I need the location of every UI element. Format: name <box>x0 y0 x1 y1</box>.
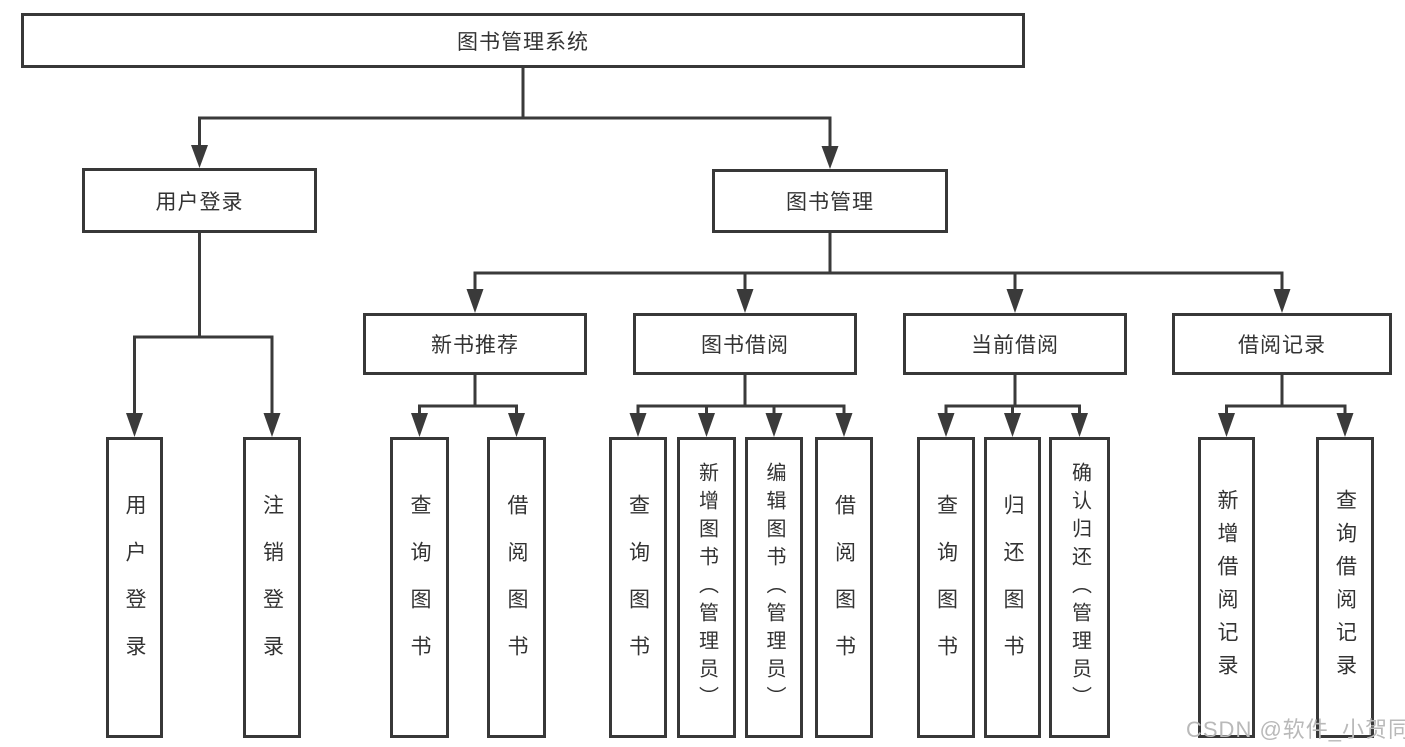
node-book-borrow-label: 图书借阅 <box>701 334 789 357</box>
leaf-user-login: 用户登录 <box>106 437 163 738</box>
leaf-logout-label: 注销登录 <box>260 493 284 682</box>
leaf-add-borrow-record-label: 新增借阅记录 <box>1215 488 1238 687</box>
node-current-borrow: 当前借阅 <box>903 313 1127 375</box>
leaf-current-query: 查询图书 <box>917 437 975 738</box>
node-root-label: 图书管理系统 <box>457 30 589 54</box>
node-book-borrow: 图书借阅 <box>633 313 857 375</box>
arrowhead <box>263 413 281 437</box>
arrowhead <box>1006 289 1024 313</box>
arrowhead <box>698 413 715 437</box>
node-root: 图书管理系统 <box>21 13 1025 68</box>
node-new-book-recommend-label: 新书推荐 <box>431 334 519 357</box>
leaf-query-borrow-record: 查询借阅记录 <box>1316 437 1374 738</box>
leaf-return-book: 归还图书 <box>984 437 1041 738</box>
node-current-borrow-label: 当前借阅 <box>971 334 1059 357</box>
leaf-borrow-edit-admin-label: 编辑图书（管理员） <box>763 461 785 714</box>
arrowhead <box>1218 413 1235 437</box>
leaf-newbook-query: 查询图书 <box>390 437 449 738</box>
leaf-borrow-book-label: 借阅图书 <box>832 493 856 682</box>
leaf-borrow-book: 借阅图书 <box>815 437 873 738</box>
arrowhead <box>508 413 525 437</box>
arrowhead <box>937 413 955 437</box>
node-book-management-label: 图书管理 <box>786 191 874 214</box>
node-borrow-record-label: 借阅记录 <box>1238 334 1326 357</box>
leaf-logout: 注销登录 <box>243 437 301 738</box>
node-user-login: 用户登录 <box>82 168 317 233</box>
leaf-current-query-label: 查询图书 <box>934 493 958 682</box>
leaf-borrow-query: 查询图书 <box>609 437 667 738</box>
node-new-book-recommend: 新书推荐 <box>363 313 587 375</box>
leaf-confirm-return-admin-label: 确认归还（管理员） <box>1068 461 1091 714</box>
node-user-login-label: 用户登录 <box>155 190 244 214</box>
arrowhead <box>765 413 783 437</box>
arrowhead <box>821 146 839 169</box>
leaf-user-login-label: 用户登录 <box>123 493 146 682</box>
arrowhead <box>1336 413 1354 437</box>
leaf-confirm-return-admin: 确认归还（管理员） <box>1049 437 1110 738</box>
arrowhead <box>126 413 143 437</box>
arrowhead <box>411 413 428 437</box>
leaf-borrow-edit-admin: 编辑图书（管理员） <box>745 437 803 738</box>
arrowhead <box>1273 289 1291 313</box>
csdn-watermark: CSDN @软件_小贺同学 <box>1186 717 1405 742</box>
leaf-newbook-borrow-label: 借阅图书 <box>505 493 528 682</box>
arrowhead <box>191 145 208 168</box>
arrowhead <box>629 413 647 437</box>
leaf-newbook-borrow: 借阅图书 <box>487 437 546 738</box>
leaf-add-borrow-record: 新增借阅记录 <box>1198 437 1255 738</box>
arrowhead <box>835 413 853 437</box>
node-borrow-record: 借阅记录 <box>1172 313 1392 375</box>
leaf-query-borrow-record-label: 查询借阅记录 <box>1333 488 1357 687</box>
arrowhead <box>466 289 484 313</box>
leaf-return-book-label: 归还图书 <box>1001 493 1024 682</box>
leaf-borrow-add-admin: 新增图书（管理员） <box>677 437 736 738</box>
leaf-borrow-add-admin-label: 新增图书（管理员） <box>695 461 718 714</box>
leaf-newbook-query-label: 查询图书 <box>408 493 431 682</box>
node-book-management: 图书管理 <box>712 169 948 233</box>
arrowhead <box>1071 413 1088 437</box>
arrowhead <box>736 289 754 313</box>
arrowhead <box>1004 413 1021 437</box>
leaf-borrow-query-label: 查询图书 <box>626 493 650 682</box>
